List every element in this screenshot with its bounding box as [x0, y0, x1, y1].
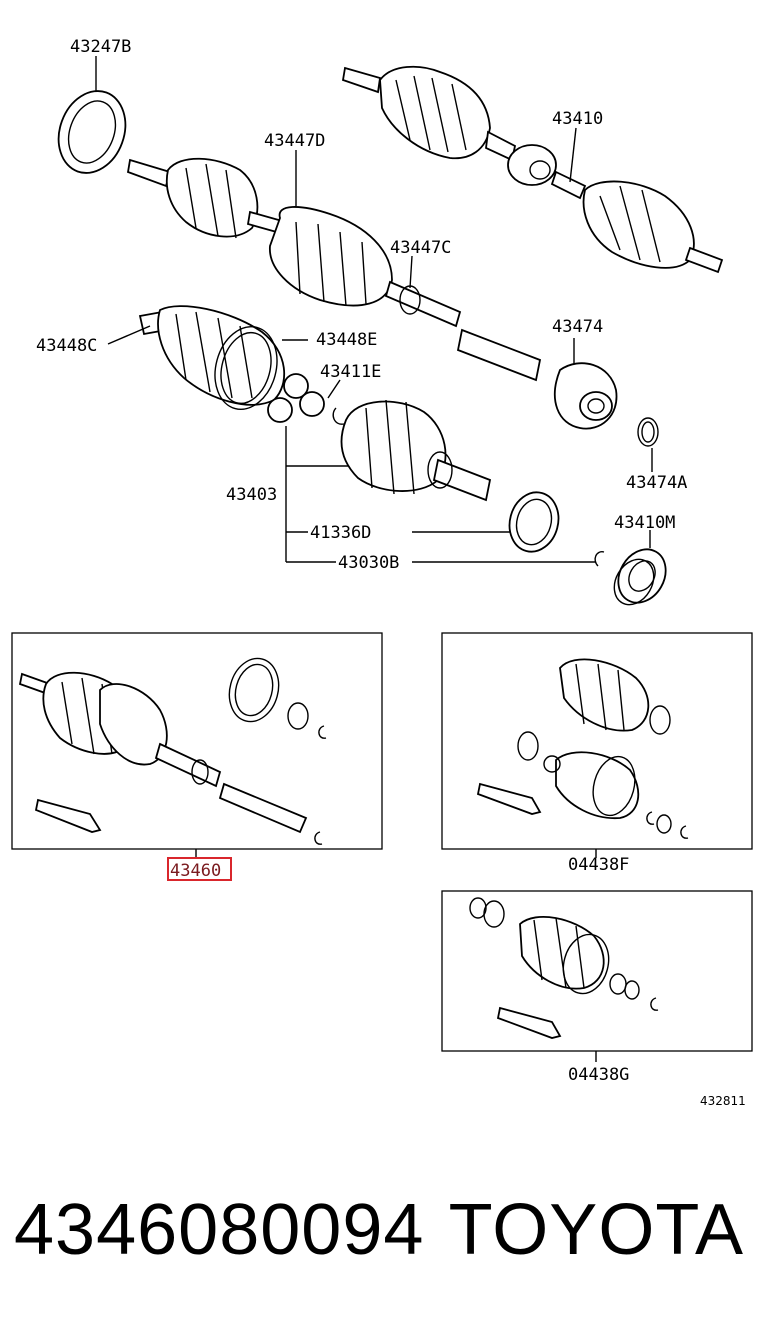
footer: 4346080094 TOYOTA	[0, 1190, 760, 1270]
callout-43448E[interactable]: 43448E	[316, 330, 377, 350]
parts-diagram: 43247B 43447D 43410 43447C 43448C 43448E…	[11, 37, 753, 1108]
seal-43247B-part[interactable]	[48, 82, 137, 183]
callout-43403[interactable]: 43403	[226, 485, 277, 505]
callout-43247B[interactable]: 43247B	[70, 37, 131, 57]
callout-43030B[interactable]: 43030B	[338, 553, 399, 573]
callout-43447C[interactable]: 43447C	[390, 238, 451, 258]
kit-box-04438F[interactable]	[441, 632, 753, 858]
drive-shaft-top-part[interactable]	[126, 65, 724, 382]
inner-joint-43403-part[interactable]	[340, 399, 492, 502]
snap-ring-43030B-part[interactable]	[594, 551, 605, 567]
callout-43411E[interactable]: 43411E	[320, 362, 381, 382]
clip-43474A-part[interactable]	[637, 417, 659, 447]
bearing-43474-part[interactable]	[554, 362, 618, 430]
tripod-joint-part[interactable]	[267, 373, 345, 425]
callout-04438G[interactable]: 04438G	[568, 1065, 629, 1085]
kit-box-04438G[interactable]	[441, 890, 753, 1062]
ring-41336D-part[interactable]	[503, 487, 565, 557]
callout-04438F[interactable]: 04438F	[568, 855, 629, 875]
kit-box-43460[interactable]	[11, 632, 383, 858]
callout-43447D[interactable]: 43447D	[264, 131, 325, 151]
diagram-code: 432811	[700, 1094, 746, 1108]
brand-name: TOYOTA	[448, 1190, 744, 1270]
callout-43474A[interactable]: 43474A	[626, 473, 687, 493]
seal-43410M-part[interactable]	[606, 541, 675, 612]
callout-43410M[interactable]: 43410M	[614, 513, 675, 533]
callout-43410[interactable]: 43410	[552, 109, 603, 129]
leader-lines	[95, 56, 653, 563]
highlight-frame	[167, 857, 232, 881]
part-number: 4346080094	[14, 1190, 425, 1270]
callout-43448C[interactable]: 43448C	[36, 336, 97, 356]
callout-43474[interactable]: 43474	[552, 317, 603, 337]
callout-41336D[interactable]: 41336D	[310, 523, 371, 543]
callout-43460[interactable]: 43460	[170, 861, 221, 881]
boot-43448C-part[interactable]	[138, 305, 286, 416]
